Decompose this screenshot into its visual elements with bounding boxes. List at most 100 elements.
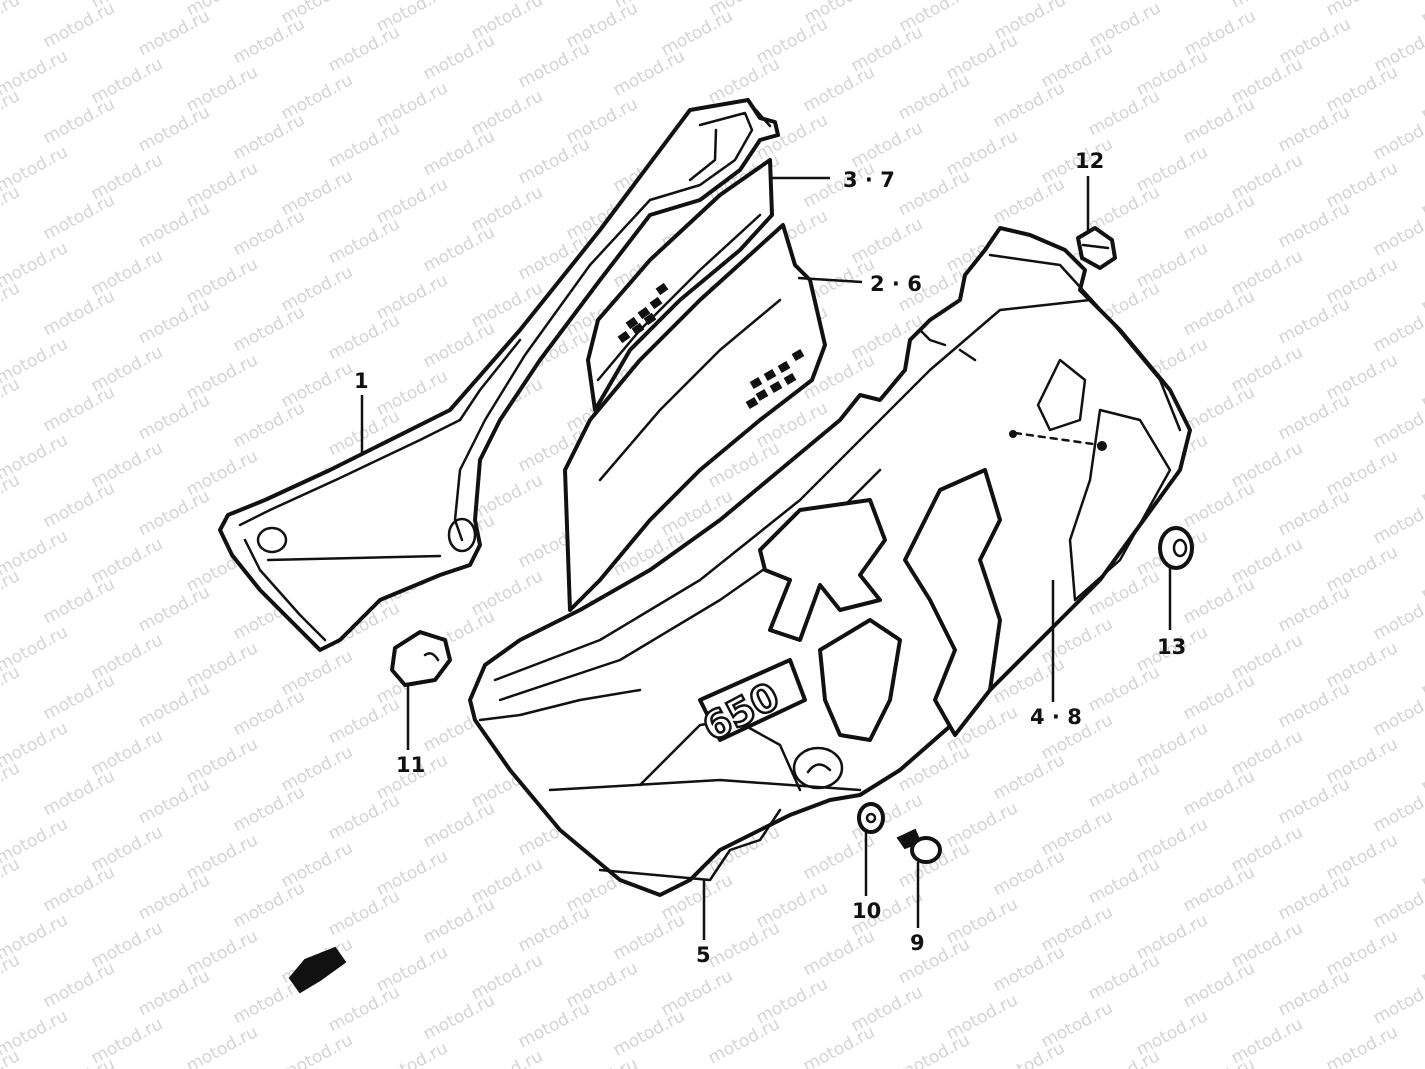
watermark-text: motod.ru xyxy=(895,934,973,988)
part-10-washer xyxy=(857,802,885,834)
watermark-text: motod.ru xyxy=(705,1014,783,1068)
watermark-text: motod.ru xyxy=(1275,198,1353,252)
watermark-text: motod.ru xyxy=(0,854,23,908)
rs-decal xyxy=(758,468,1002,742)
watermark-text: motod.ru xyxy=(135,582,213,636)
watermark-text: motod.ru xyxy=(1418,262,1425,316)
watermark-text: motod.ru xyxy=(1180,1054,1258,1069)
watermark-text: motod.ru xyxy=(183,1022,261,1069)
watermark-text: motod.ru xyxy=(1323,0,1401,20)
watermark-text: motod.ru xyxy=(40,1054,118,1069)
watermark-text: motod.ru xyxy=(135,870,213,924)
callout-labels: 1 3 · 7 2 · 6 12 13 4 · 8 11 10 9 5 xyxy=(354,149,1186,967)
watermark-text: motod.ru xyxy=(0,758,23,812)
callout-10: 10 xyxy=(852,899,881,923)
watermark-text: motod.ru xyxy=(1418,1030,1425,1069)
callout-2-6: 2 · 6 xyxy=(870,272,922,296)
watermark-text: motod.ru xyxy=(278,1030,356,1069)
callout-5: 5 xyxy=(696,943,711,967)
watermark-text: motod.ru xyxy=(0,662,23,716)
watermark-text: motod.ru xyxy=(40,766,118,820)
watermark-text: motod.ru xyxy=(1275,774,1353,828)
part-3-7-upper-decal xyxy=(586,158,774,412)
watermark-text: motod.ru xyxy=(1370,494,1425,548)
watermark-text: motod.ru xyxy=(800,62,878,116)
watermark-text: motod.ru xyxy=(40,574,118,628)
watermark-text: motod.ru xyxy=(1370,782,1425,836)
watermark-text: motod.ru xyxy=(1275,966,1353,1020)
watermark-text: motod.ru xyxy=(135,678,213,732)
watermark-text: motod.ru xyxy=(420,318,498,372)
watermark-text: motod.ru xyxy=(40,670,118,724)
watermark-text: motod.ru xyxy=(0,182,23,236)
leader-lines xyxy=(360,176,1172,940)
callout-13: 13 xyxy=(1157,635,1186,659)
watermark-text: motod.ru xyxy=(800,1022,878,1069)
part-1-left-frame-cover xyxy=(218,98,780,652)
watermark-text: motod.ru xyxy=(230,14,308,68)
watermark-text: motod.ru xyxy=(420,990,498,1044)
watermark-text: motod.ru xyxy=(40,286,118,340)
watermark-text: motod.ru xyxy=(1418,550,1425,604)
watermark-text: motod.ru xyxy=(1418,454,1425,508)
watermark-text: motod.ru xyxy=(468,1046,546,1069)
watermark-text: motod.ru xyxy=(515,998,593,1052)
callout-9: 9 xyxy=(910,931,925,955)
watermark-text: motod.ru xyxy=(0,0,23,44)
watermark-text: motod.ru xyxy=(1085,854,1163,908)
watermark-text: motod.ru xyxy=(230,206,308,260)
watermark-text: motod.ru xyxy=(990,846,1068,900)
watermark-text: motod.ru xyxy=(420,30,498,84)
watermark-text: motod.ru xyxy=(515,38,593,92)
watermark-text: motod.ru xyxy=(1418,646,1425,700)
watermark-text: motod.ru xyxy=(135,6,213,60)
watermark-text: motod.ru xyxy=(1180,478,1258,532)
watermark-text: motod.ru xyxy=(1085,1046,1163,1069)
watermark-text: motod.ru xyxy=(1180,286,1258,340)
watermark-text: motod.ru xyxy=(1180,94,1258,148)
watermark-text: motod.ru xyxy=(1180,382,1258,436)
watermark-text: motod.ru xyxy=(610,46,688,100)
watermark-text: motod.ru xyxy=(325,982,403,1036)
watermark-text: motod.ru xyxy=(40,0,118,52)
front-direction-arrow-icon xyxy=(288,946,347,994)
watermark-text: motod.ru xyxy=(420,126,498,180)
watermark-text: motod.ru xyxy=(40,862,118,916)
watermark-text: motod.ru xyxy=(1370,686,1425,740)
watermark-text: motod.ru xyxy=(135,486,213,540)
watermark-text: motod.ru xyxy=(40,190,118,244)
watermark-text: motod.ru xyxy=(325,118,403,172)
watermark-text: motod.ru xyxy=(515,134,593,188)
watermark-text: motod.ru xyxy=(1275,486,1353,540)
watermark-text: motod.ru xyxy=(1418,70,1425,124)
watermark-text: motod.ru xyxy=(0,950,23,1004)
watermark-text: motod.ru xyxy=(1370,398,1425,452)
callout-11: 11 xyxy=(396,753,425,777)
watermark-text: motod.ru xyxy=(1418,166,1425,220)
watermark-text: motod.ru xyxy=(0,374,23,428)
watermark-text: motod.ru xyxy=(135,294,213,348)
watermark-text: motod.ru xyxy=(135,774,213,828)
watermark-text: motod.ru xyxy=(1370,302,1425,356)
watermark-text: motod.ru xyxy=(1085,86,1163,140)
watermark-text: motod.ru xyxy=(990,942,1068,996)
watermark-text: motod.ru xyxy=(1370,110,1425,164)
watermark-text: motod.ru xyxy=(1323,1022,1401,1069)
watermark-text: motod.ru xyxy=(1275,870,1353,924)
middle-decal-vent-pattern xyxy=(745,349,805,409)
watermark-text: motod.ru xyxy=(135,102,213,156)
watermark-text: motod.ru xyxy=(1370,590,1425,644)
watermark-text: motod.ru xyxy=(135,198,213,252)
watermark-text: motod.ru xyxy=(1275,102,1353,156)
watermark-text: motod.ru xyxy=(40,958,118,1012)
watermark-text: motod.ru xyxy=(420,222,498,276)
watermark-text: motod.ru xyxy=(40,382,118,436)
watermark-text: motod.ru xyxy=(895,1030,973,1069)
watermark-text: motod.ru xyxy=(230,398,308,452)
watermark-text: motod.ru xyxy=(895,70,973,124)
watermark-text: motod.ru xyxy=(1275,678,1353,732)
watermark-text: motod.ru xyxy=(1180,574,1258,628)
watermark-text: motod.ru xyxy=(563,1054,641,1069)
watermark-text: motod.ru xyxy=(135,966,213,1020)
callout-3-7: 3 · 7 xyxy=(843,168,895,192)
